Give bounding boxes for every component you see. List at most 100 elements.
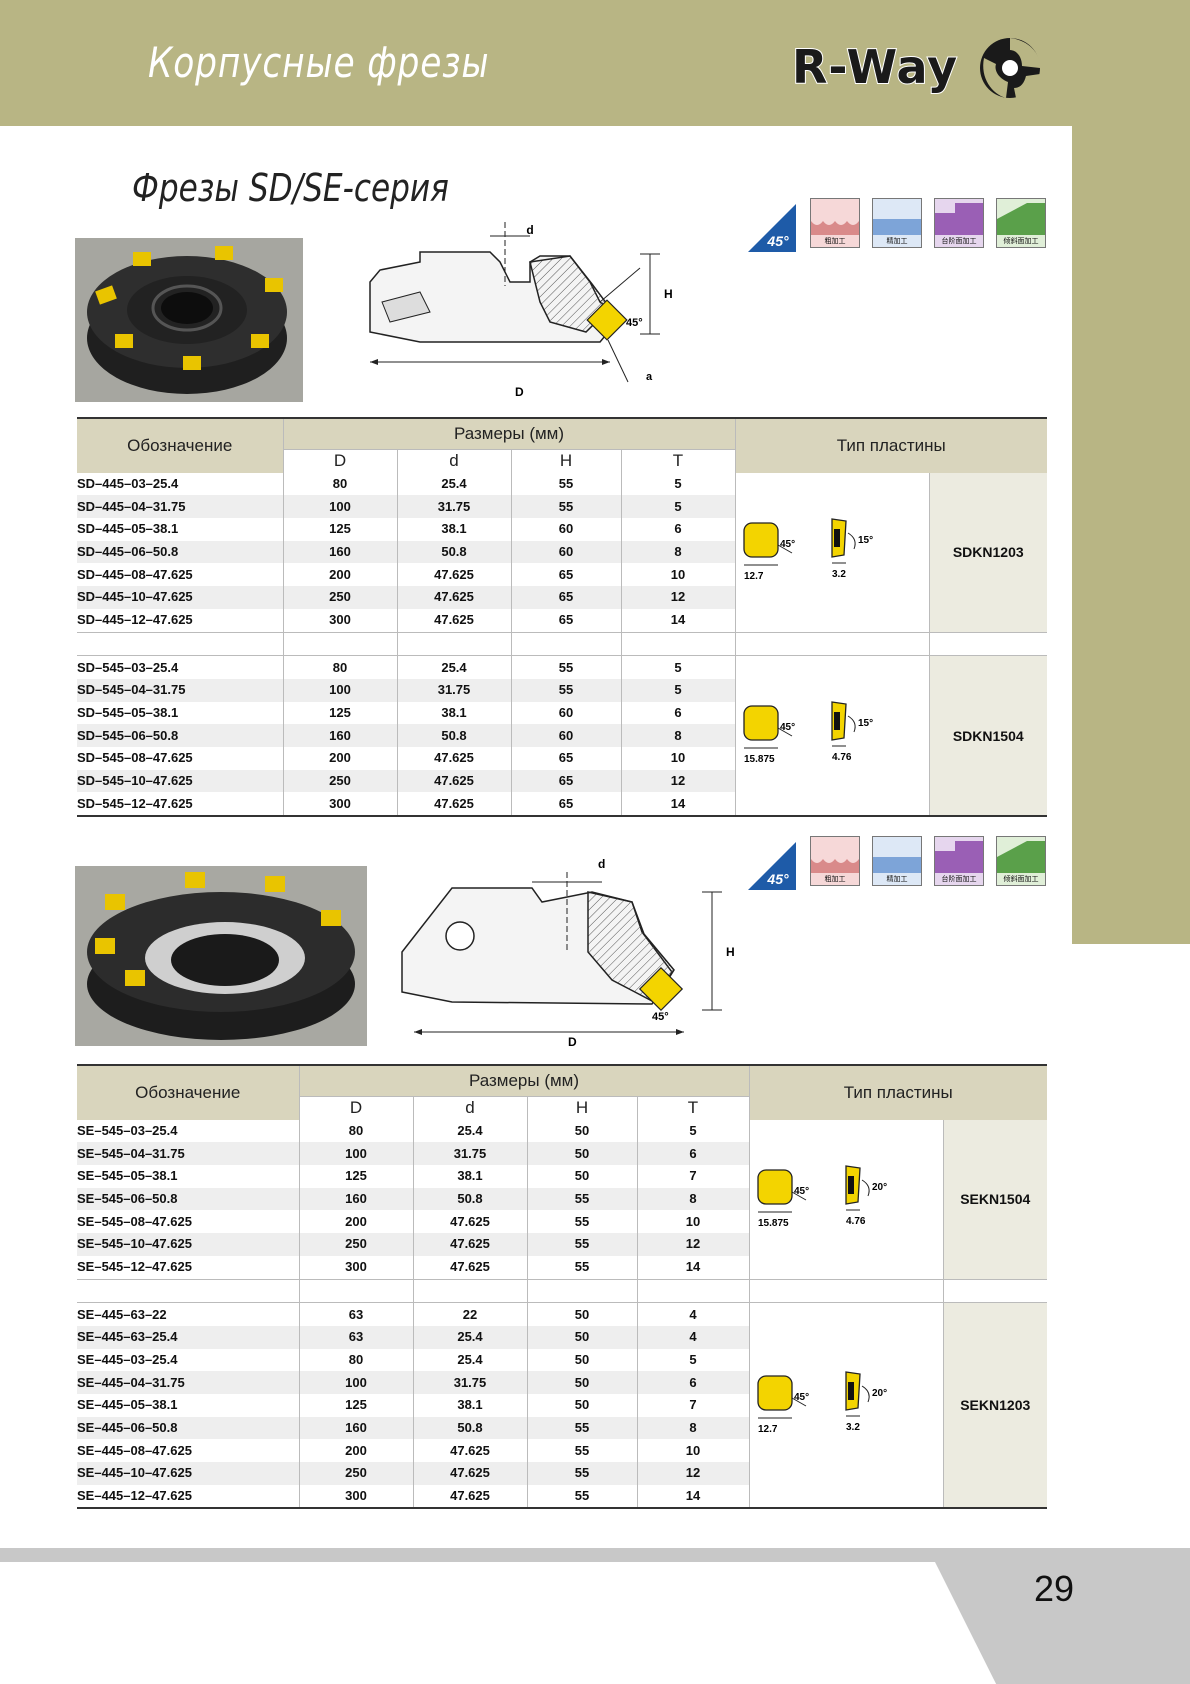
cutter-photo-sd	[75, 238, 303, 402]
insert-diagram-cell: 45° 15.875 15° 4.76	[734, 655, 929, 818]
insert-clearance-label: 15°	[858, 718, 873, 729]
shoulder-graphic-2	[935, 841, 983, 873]
value-cell: 31.75	[396, 678, 511, 702]
insert-shape-top	[756, 1168, 793, 1205]
designation-cell: SD–445–10–47.625	[77, 586, 283, 609]
value-cell: 65	[510, 563, 621, 587]
value-cell: 14	[620, 792, 735, 817]
value-cell: 55	[526, 1210, 637, 1234]
roughing-icon-2: 粗加工	[810, 836, 860, 886]
value-cell: 14	[636, 1255, 749, 1279]
value-cell: 12	[636, 1462, 749, 1485]
value-cell: 50	[526, 1302, 637, 1326]
col-H: H	[510, 448, 621, 473]
value-cell: 12	[636, 1233, 749, 1256]
sd-spec-table: Обозначение Размеры (мм) Тип пластины D …	[77, 417, 1047, 818]
value-cell: 63	[298, 1325, 413, 1349]
sd-profile-svg: d H 45° D a	[369, 222, 673, 399]
page-number: 29	[1034, 1568, 1075, 1609]
value-cell: 47.625	[396, 563, 511, 587]
value-cell: 250	[282, 769, 397, 793]
value-cell: 5	[620, 495, 735, 519]
col-d-se: d	[412, 1095, 527, 1120]
insert-diagram: 45° 15.875 20° 4.76	[756, 1164, 887, 1229]
value-cell: 55	[510, 495, 621, 519]
col-insert-type-se: Тип пластины	[748, 1064, 1047, 1120]
value-cell: 47.625	[396, 608, 511, 632]
cross-section-drawing-se: d H 45° D	[392, 852, 752, 1049]
roughing-graphic	[811, 221, 859, 235]
insert-diagram: 45° 12.7 15° 3.2	[742, 517, 873, 582]
value-cell: 50	[526, 1371, 637, 1394]
value-cell: 7	[636, 1393, 749, 1417]
angle-badge-svg-2: 45°	[748, 842, 796, 890]
value-cell: 47.625	[412, 1210, 527, 1234]
cross-section-drawing-sd: d H 45° D a	[360, 222, 720, 406]
insert-shape-top	[742, 521, 779, 558]
value-cell: 250	[298, 1233, 413, 1256]
section-title: Фрезы SD/SE-серия	[132, 166, 449, 210]
svg-text:45°: 45°	[766, 871, 789, 887]
value-cell: 80	[282, 655, 397, 679]
roughing-label-2: 粗加工	[824, 876, 846, 883]
value-cell: 5	[620, 678, 735, 702]
designation-cell: SE–445–10–47.625	[77, 1462, 299, 1485]
shoulder-graphic	[935, 203, 983, 235]
value-cell: 47.625	[412, 1439, 527, 1462]
designation-cell: SD–545–10–47.625	[77, 769, 283, 793]
value-cell: 4	[636, 1325, 749, 1349]
insert-code: SEKN1504	[942, 1119, 1047, 1279]
value-cell: 125	[282, 701, 397, 725]
value-cell: 160	[282, 724, 397, 747]
value-cell: 50	[526, 1348, 637, 1372]
value-cell: 200	[298, 1210, 413, 1234]
insert-clearance-label: 15°	[858, 535, 873, 546]
designation-cell: SE–445–06–50.8	[77, 1416, 299, 1440]
value-cell: 4	[636, 1302, 749, 1326]
value-cell: 10	[620, 746, 735, 770]
value-cell: 100	[282, 495, 397, 519]
designation-cell: SE–545–10–47.625	[77, 1233, 299, 1256]
value-cell: 80	[298, 1119, 413, 1143]
finishing-label: 精加工	[886, 238, 908, 245]
value-cell: 125	[298, 1393, 413, 1417]
value-cell: 6	[620, 701, 735, 725]
insert-width-label: 15.875	[758, 1218, 789, 1229]
designation-cell: SD–445–05–38.1	[77, 521, 179, 537]
insert-diagram: 45° 15.875 15° 4.76	[742, 701, 873, 765]
insert-clearance-label: 20°	[872, 1182, 887, 1193]
value-cell: 47.625	[396, 792, 511, 817]
designation-cell: SE–545–05–38.1	[77, 1168, 178, 1184]
insert-code: SDKN1203	[928, 472, 1047, 632]
value-cell: 160	[298, 1187, 413, 1211]
value-cell: 55	[526, 1416, 637, 1440]
value-cell: 5	[636, 1119, 749, 1143]
slope-label: 倾斜面加工	[1003, 238, 1039, 245]
value-cell: 100	[298, 1371, 413, 1394]
value-cell: 25.4	[412, 1119, 527, 1143]
value-cell: 38.1	[396, 518, 511, 541]
designation-cell: SD–545–08–47.625	[77, 750, 193, 766]
designation-cell: SD–545–03–25.4	[77, 659, 179, 675]
col-d: d	[396, 448, 511, 473]
value-cell: 65	[510, 586, 621, 609]
value-cell: 47.625	[396, 769, 511, 793]
value-cell: 10	[636, 1210, 749, 1234]
value-cell: 160	[298, 1416, 413, 1440]
value-cell: 25.4	[412, 1325, 527, 1349]
slope-graphic-2	[997, 841, 1045, 873]
value-cell: 6	[636, 1142, 749, 1166]
value-cell: 47.625	[412, 1233, 527, 1256]
value-cell: 300	[282, 792, 397, 817]
